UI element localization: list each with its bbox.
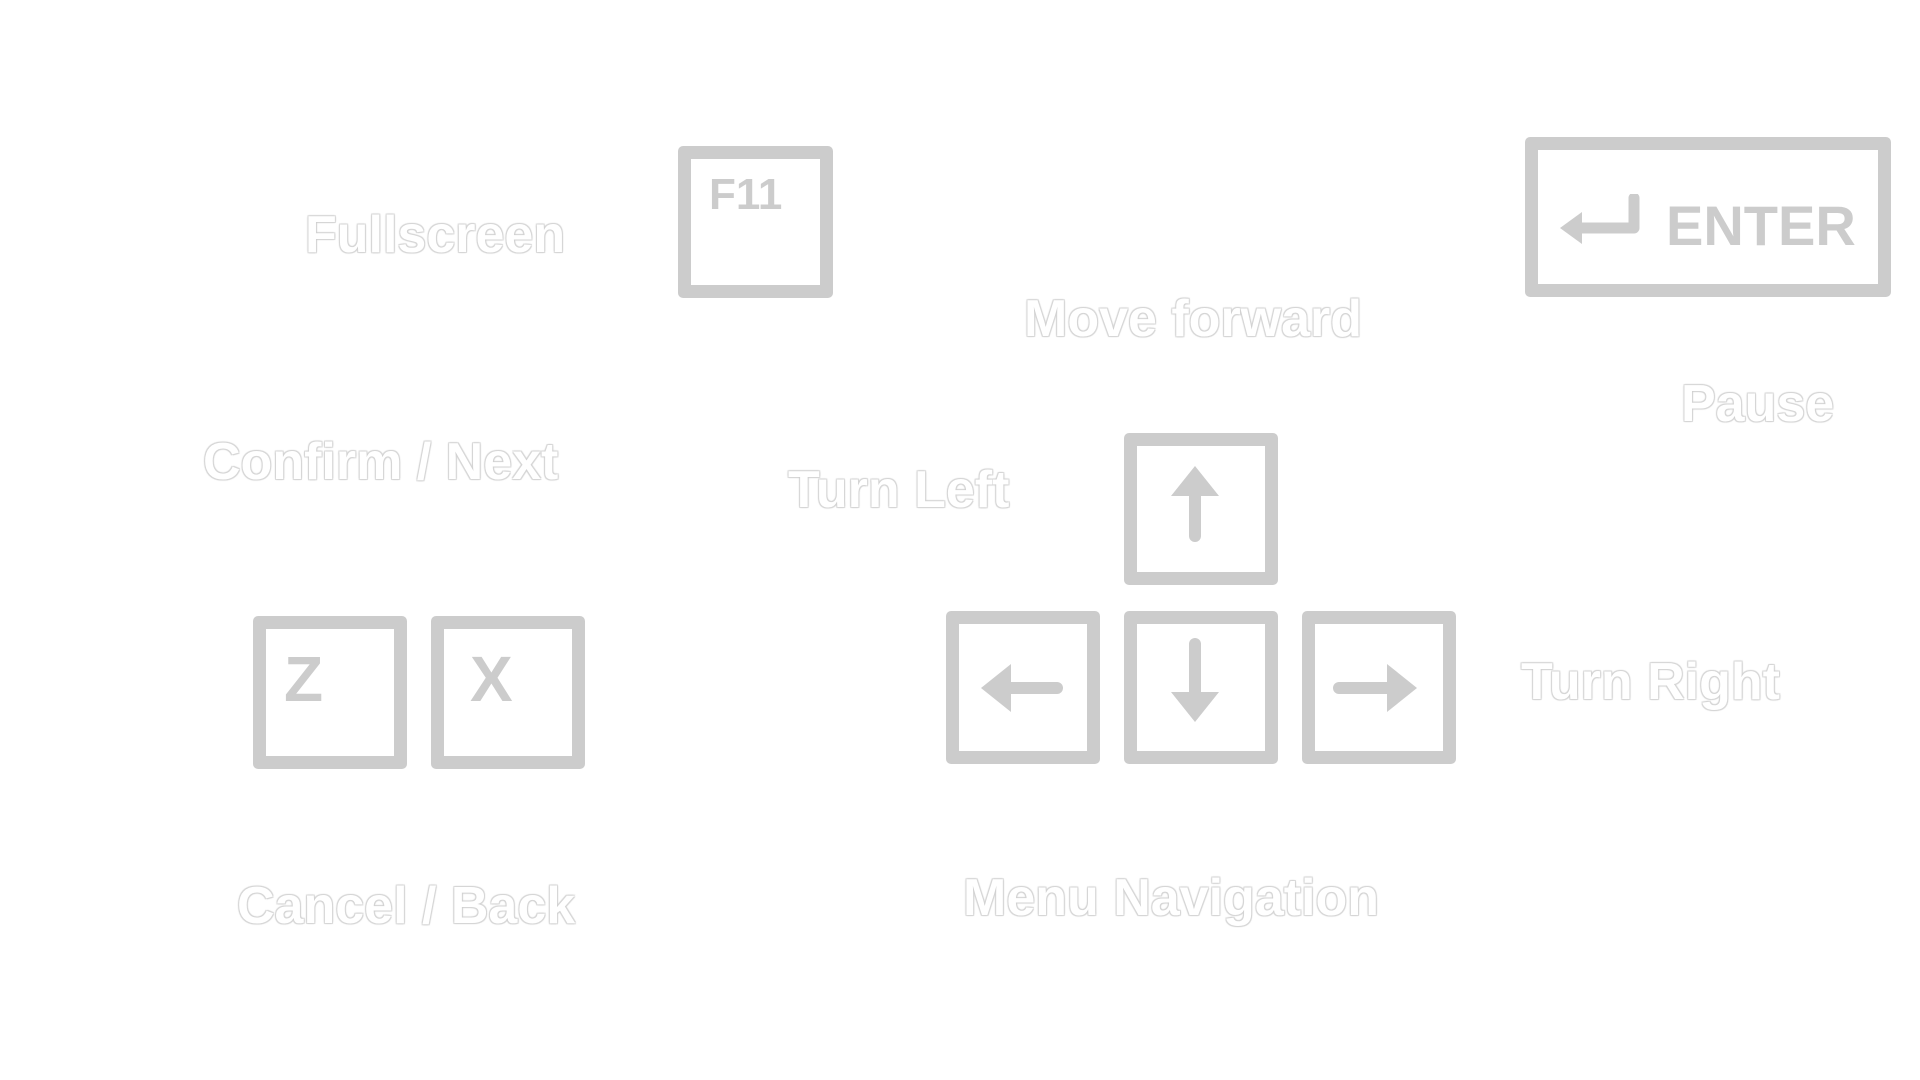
enter-key-label: ENTER bbox=[1666, 194, 1856, 257]
x-key: X bbox=[431, 616, 585, 769]
x-key-label: X bbox=[470, 643, 513, 715]
f11-key-label: F11 bbox=[709, 170, 783, 219]
move-forward-label: Move forward bbox=[1024, 290, 1363, 348]
arrow-down-key bbox=[1124, 611, 1278, 764]
turn-left-label: Turn Left bbox=[788, 461, 1010, 519]
arrow-up-icon bbox=[1171, 466, 1219, 542]
f11-key: F11 bbox=[678, 146, 833, 298]
arrow-down-icon bbox=[1171, 638, 1219, 722]
enter-key: ENTER bbox=[1525, 137, 1891, 297]
fullscreen-label: Fullscreen bbox=[305, 206, 566, 264]
confirm-next-label: Confirm / Next bbox=[203, 433, 559, 491]
arrow-right-icon bbox=[1333, 664, 1417, 712]
arrow-left-key bbox=[946, 611, 1100, 764]
pause-label: Pause bbox=[1681, 375, 1835, 433]
menu-navigation-label: Menu Navigation bbox=[963, 869, 1380, 927]
arrow-up-key bbox=[1124, 433, 1278, 585]
z-key: Z bbox=[253, 616, 407, 769]
turn-right-label: Turn Right bbox=[1521, 653, 1780, 711]
z-key-label: Z bbox=[284, 643, 324, 715]
arrow-right-key bbox=[1302, 611, 1456, 764]
return-arrow-icon bbox=[1560, 194, 1640, 244]
arrow-left-icon bbox=[981, 664, 1063, 712]
cancel-back-label: Cancel / Back bbox=[237, 877, 576, 935]
